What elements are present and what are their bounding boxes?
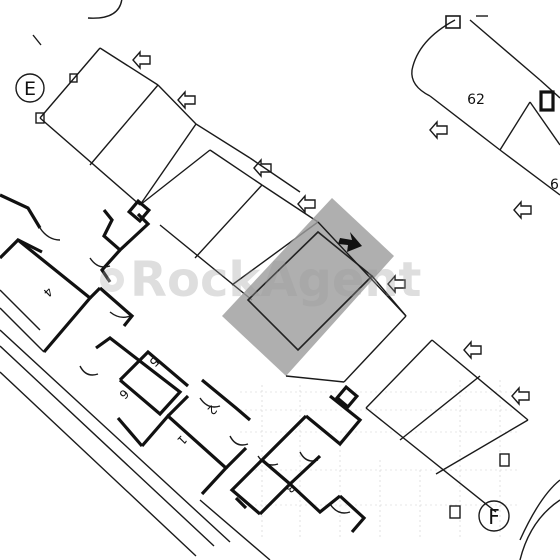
road-boundary	[0, 289, 271, 560]
arrow-icon	[387, 274, 406, 294]
parking-label-6: 6	[550, 177, 559, 193]
road-edge-bottom-right	[519, 479, 560, 560]
building-units-lower	[229, 384, 367, 534]
arrow-icon	[511, 386, 530, 406]
arrow-icon	[513, 200, 532, 220]
arrow-icon	[132, 50, 151, 70]
svg-text:E: E	[24, 78, 36, 100]
zone-marker-e: E	[15, 73, 45, 103]
arrow-icon	[463, 340, 482, 360]
arrow-icon	[253, 158, 272, 178]
arrow-icon	[429, 120, 448, 140]
parking-bays-right	[285, 221, 407, 383]
watermark-logo-icon	[100, 268, 124, 292]
parking-bays-top-right	[411, 15, 560, 196]
road-edge-top-left	[32, 0, 123, 83]
zone-marker-f: F	[478, 500, 510, 532]
building-units-left	[0, 193, 252, 496]
watermark: RockAgent	[100, 252, 422, 308]
unit-label-4: 4	[40, 284, 55, 299]
svg-text:F: F	[488, 505, 500, 529]
arrow-icon	[297, 194, 316, 214]
parking-bays-middle	[139, 149, 319, 301]
parking-bays-lower-right	[365, 339, 529, 519]
door-swings	[39, 227, 351, 514]
arrow-icon	[177, 90, 196, 110]
entrance-arrows	[132, 50, 532, 406]
watermark-text: RockAgent	[130, 252, 422, 308]
parking-label-62: 62	[467, 92, 485, 108]
background-texture	[240, 380, 520, 540]
direction-arrow-icon	[338, 232, 362, 252]
parking-bays-upper-left	[35, 47, 301, 206]
